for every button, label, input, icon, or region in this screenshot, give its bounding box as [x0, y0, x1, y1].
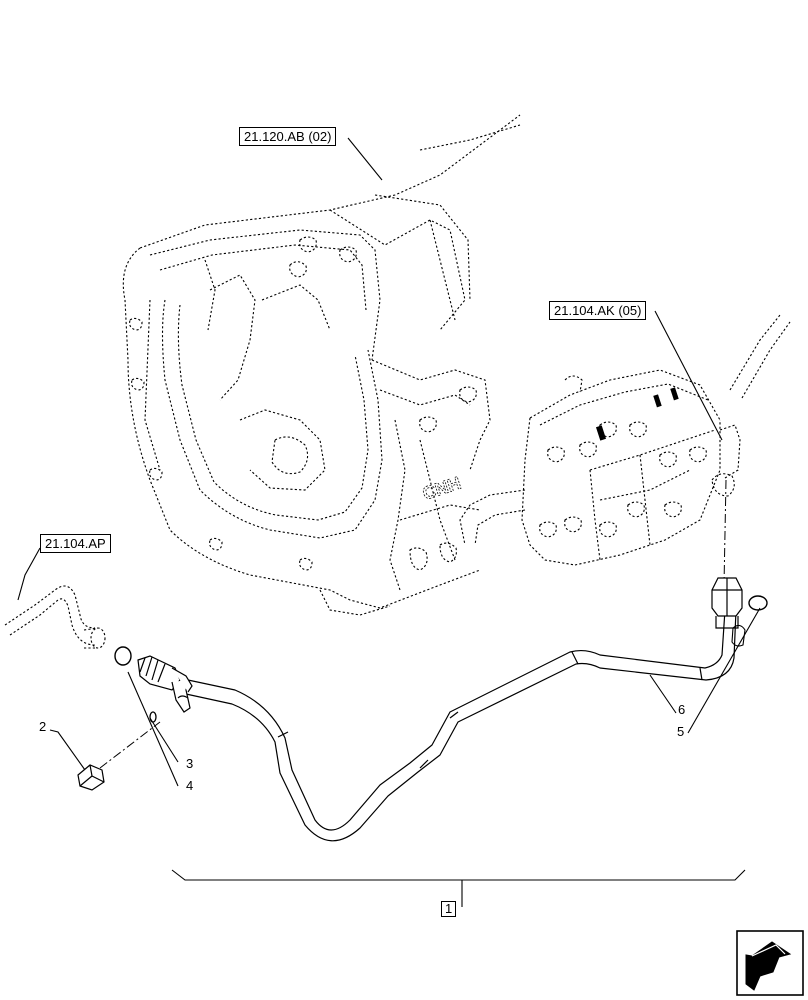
- leader-item-2: [49, 729, 86, 771]
- leader-lines: [17, 137, 761, 907]
- leader-ref-right: [654, 310, 723, 441]
- o-ring-item-3: [149, 711, 157, 723]
- next-page-arrow-icon[interactable]: [736, 930, 804, 996]
- valve-block: [459, 314, 791, 566]
- callout-item-6: 6: [678, 702, 686, 717]
- callout-item-2: 2: [39, 719, 47, 734]
- housing-logo-text: CNH: [420, 473, 463, 504]
- o-ring-item-5: [748, 595, 768, 611]
- callout-item-5: 5: [677, 724, 685, 739]
- cap-nut-item-2: [77, 764, 105, 791]
- right-coupling: [731, 624, 746, 647]
- valve-block-details: [595, 387, 679, 441]
- left-pipe-collar: [83, 627, 106, 649]
- leader-item-6: [649, 674, 677, 714]
- callout-item-3: 3: [186, 756, 194, 771]
- center-lines: [99, 479, 727, 769]
- tube-item-6: [185, 609, 737, 842]
- reference-box-top[interactable]: 21.120.AB (02): [239, 127, 337, 146]
- transmission-housing: [122, 114, 521, 616]
- leader-ref-top: [347, 137, 383, 181]
- o-ring-item-4: [114, 646, 132, 666]
- leader-ref-left: [17, 547, 41, 601]
- leader-item-5: [687, 607, 761, 734]
- reference-box-right[interactable]: 21.104.AK (05): [549, 301, 647, 320]
- left-context-pipe: [4, 585, 96, 646]
- leader-item-4: [127, 671, 179, 787]
- tube-nut-right: [711, 577, 743, 629]
- reference-box-left[interactable]: 21.104.AP: [40, 534, 111, 553]
- callout-item-1: 1: [441, 901, 457, 917]
- tee-fitting: [137, 655, 193, 713]
- callout-item-4: 4: [186, 778, 194, 793]
- assembly-bracket: [171, 869, 746, 881]
- leader-item-3: [149, 717, 179, 763]
